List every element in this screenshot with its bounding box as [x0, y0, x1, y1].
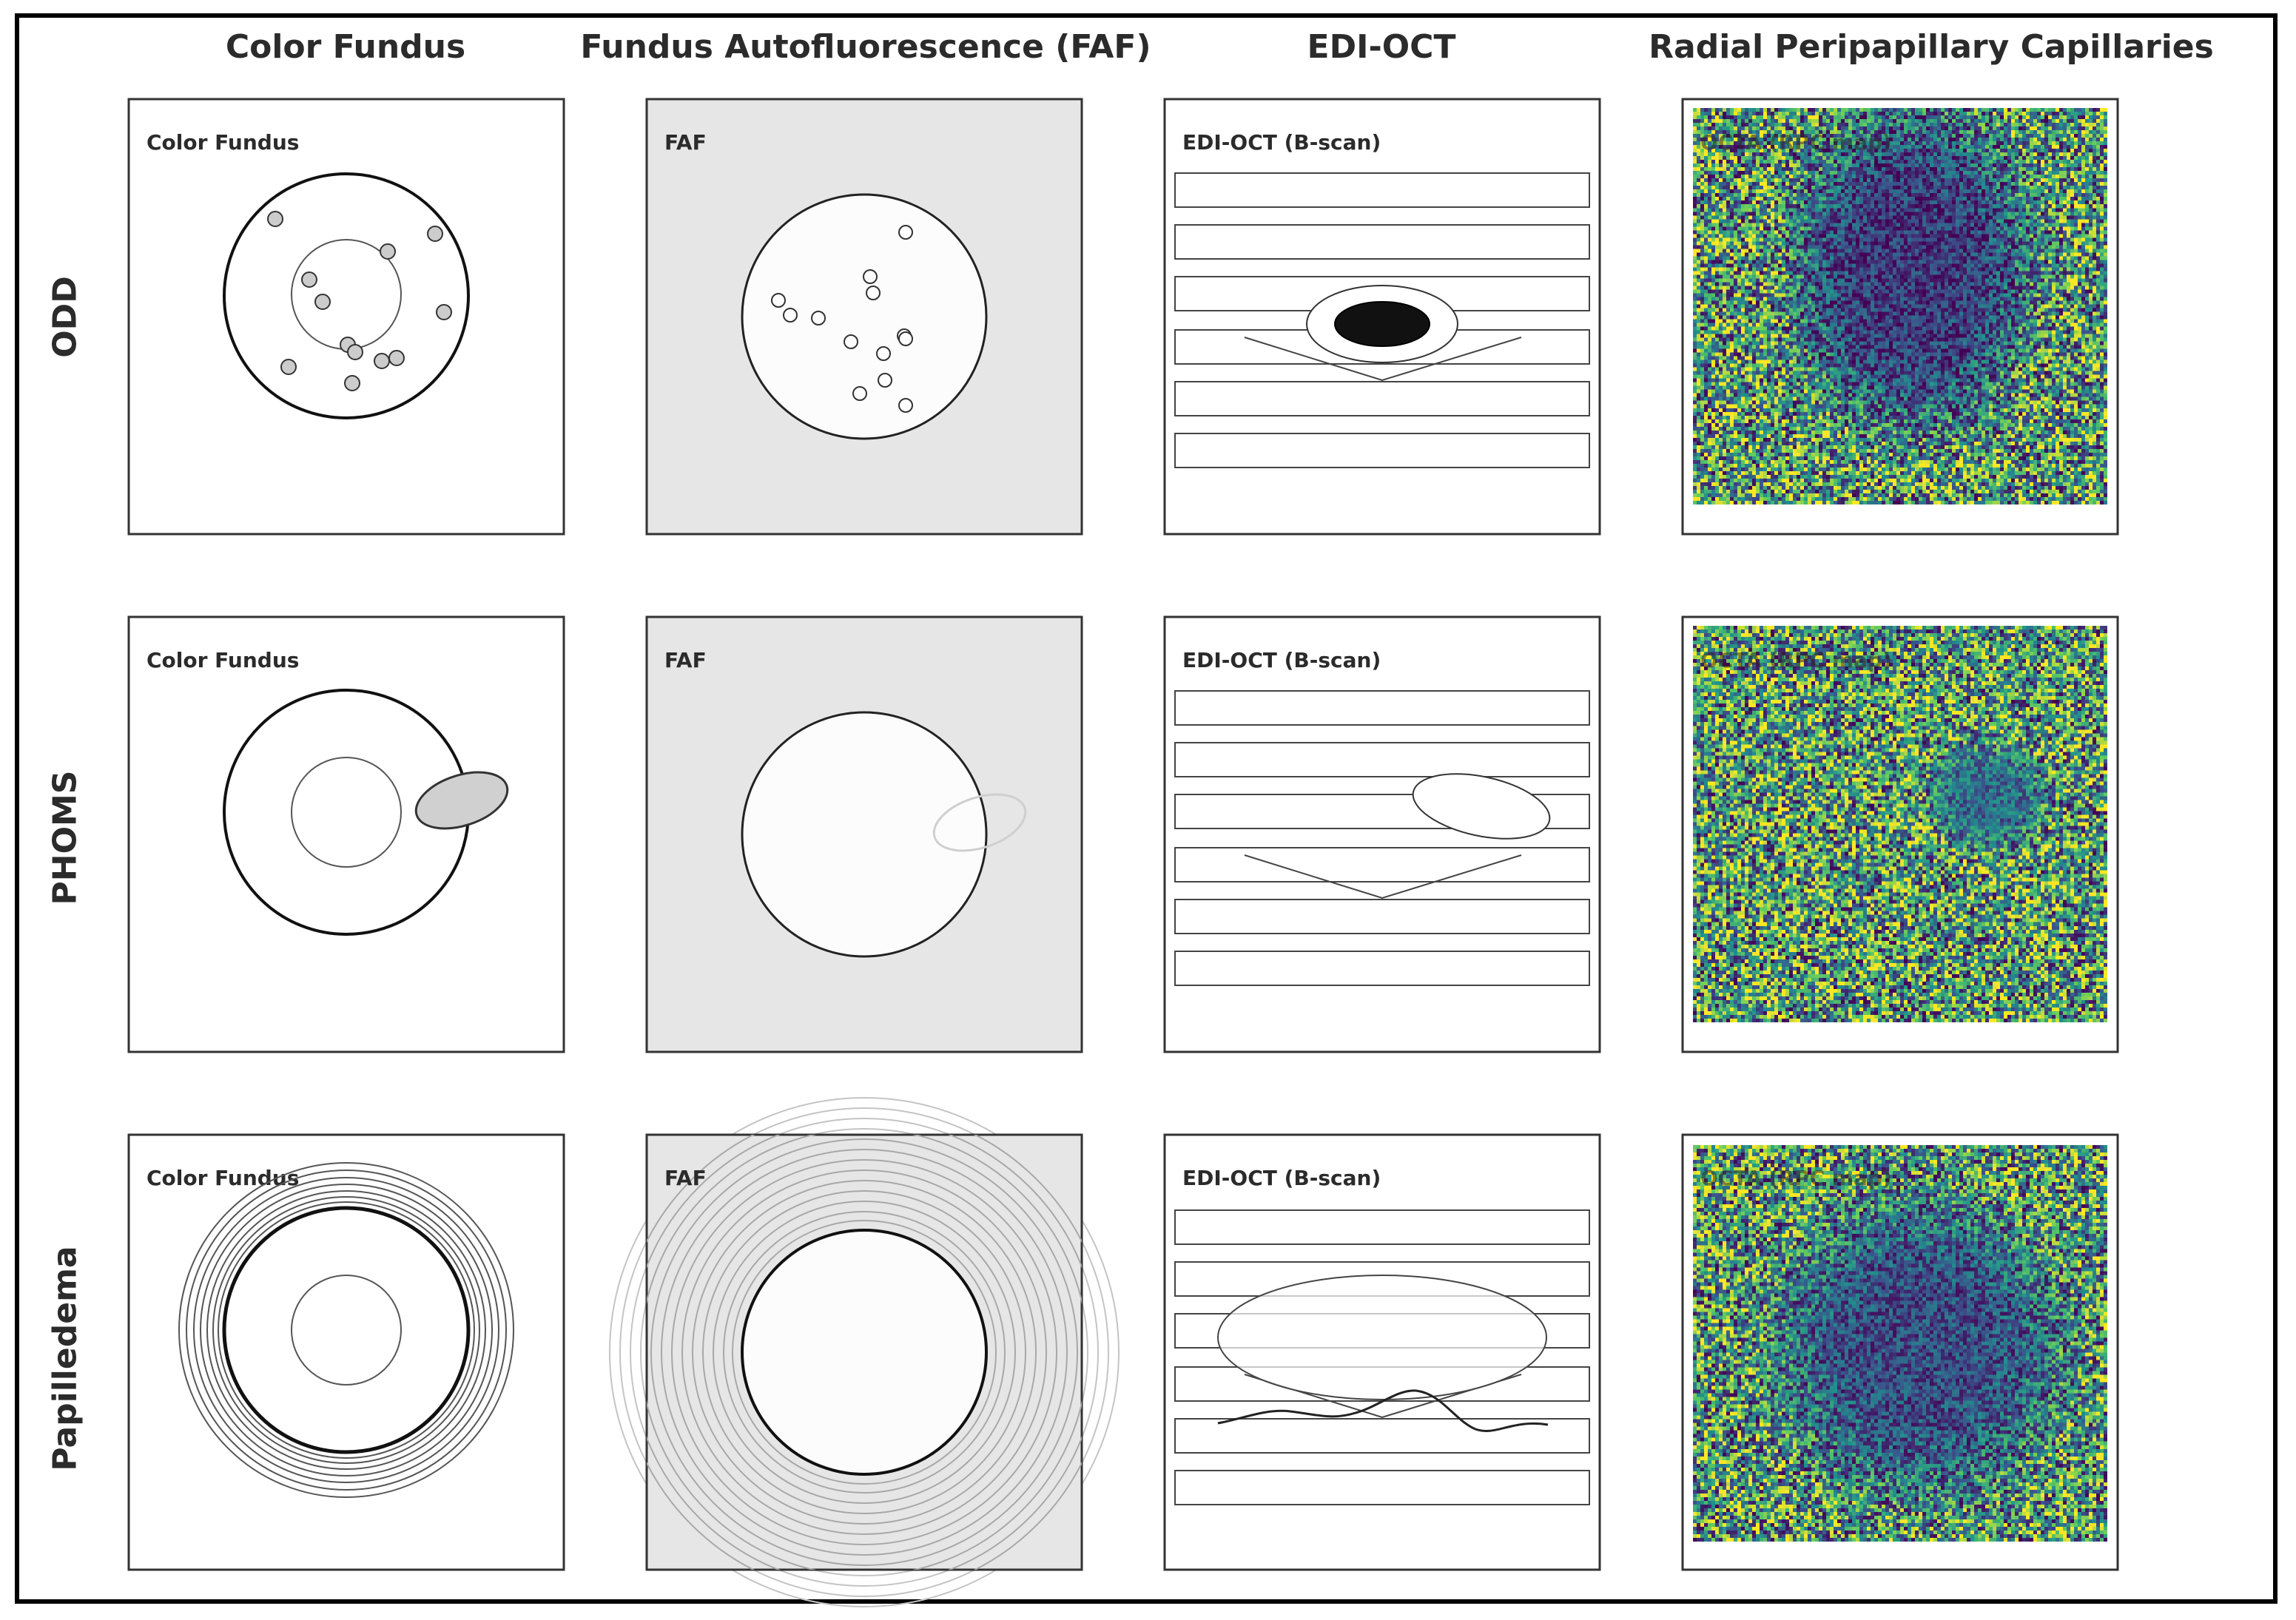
drusen-dots: [267, 211, 452, 391]
column-title-rpc: Radial Peripapillary Capillaries: [1649, 28, 2214, 66]
retinal-layers: [1174, 172, 1590, 468]
panel-label: OCTA (RPC map): [1700, 648, 1892, 672]
panel-label: Color Fundus: [147, 648, 299, 672]
panel-odd-color-fundus: Color Fundus: [127, 98, 565, 536]
octa-rpc-heatmap: [1693, 1145, 2107, 1542]
column-title-edi-oct: EDI-OCT: [1307, 28, 1456, 66]
panel-papilledema-edi-oct: EDI-OCT (B-scan): [1163, 1133, 1601, 1571]
column-title-color-fundus: Color Fundus: [225, 28, 466, 66]
panel-odd-octa: OCTA (RPC map): [1681, 98, 2119, 536]
panel-phoms-faf: FAF: [645, 615, 1083, 1053]
panel-papilledema-color-fundus: Color Fundus: [127, 1133, 565, 1571]
panel-label: EDI-OCT (B-scan): [1182, 648, 1381, 672]
octa-noise-image: [1693, 108, 2107, 504]
panel-label: FAF: [664, 1166, 707, 1190]
panel-odd-edi-oct: EDI-OCT (B-scan): [1163, 98, 1601, 536]
panel-label: EDI-OCT (B-scan): [1182, 130, 1381, 155]
octa-noise-image: [1693, 626, 2107, 1022]
figure-frame: [15, 13, 2278, 1604]
panel-phoms-edi-oct: EDI-OCT (B-scan): [1163, 615, 1601, 1053]
panel-label: Color Fundus: [147, 1166, 299, 1190]
hyperautofluorescent-spots: [771, 225, 913, 413]
panel-papilledema-faf: FAF: [609, 1097, 1120, 1607]
disc-edema-rings: [178, 1162, 514, 1498]
octa-rpc-heatmap: [1693, 108, 2107, 504]
phoms-lesion: [414, 771, 509, 830]
panel-phoms-color-fundus: Color Fundus: [127, 615, 565, 1053]
octa-noise-image: [1693, 1145, 2107, 1542]
panel-label: OCTA (RPC map): [1700, 1166, 1892, 1190]
panel-label: FAF: [664, 130, 707, 155]
column-title-faf: Fundus Autofluorescence (FAF): [580, 28, 1151, 66]
faf-halo-rings: [647, 1135, 1082, 1570]
retinal-layers: [1174, 690, 1590, 986]
panel-label: OCTA (RPC map): [1700, 130, 1892, 155]
panel-label: Color Fundus: [147, 130, 299, 155]
panel-label: FAF: [664, 648, 707, 672]
panel-odd-faf: FAF: [645, 98, 1083, 536]
panel-papilledema-octa: OCTA (RPC map): [1681, 1133, 2119, 1571]
panel-label: EDI-OCT (B-scan): [1182, 1166, 1381, 1190]
panel-phoms-octa: OCTA (RPC map): [1681, 615, 2119, 1053]
octa-rpc-heatmap: [1693, 626, 2107, 1022]
